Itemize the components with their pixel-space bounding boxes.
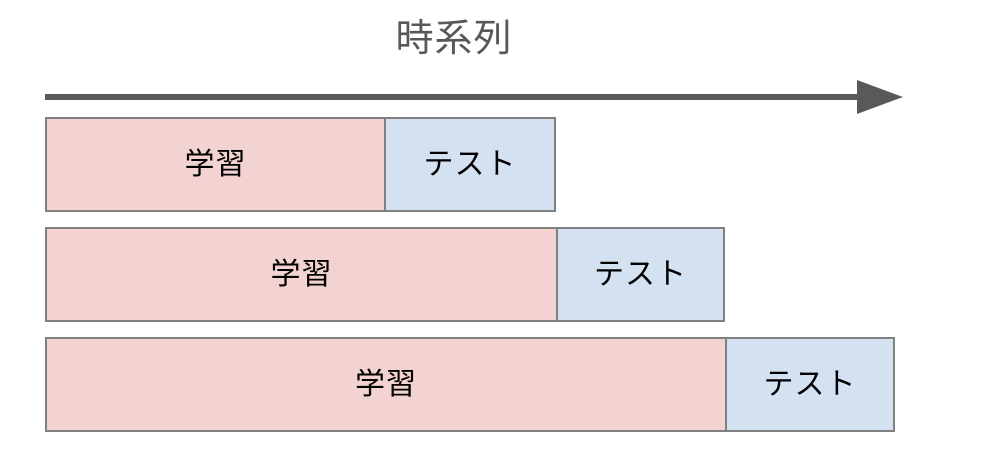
test-segment[interactable]: テスト <box>384 117 556 212</box>
page-title: 時系列 <box>395 18 513 60</box>
train-segment[interactable]: 学習 <box>45 117 386 212</box>
fold-row-2: 学習 テスト <box>45 227 725 322</box>
train-segment[interactable]: 学習 <box>45 227 558 322</box>
test-segment[interactable]: テスト <box>556 227 725 322</box>
test-segment[interactable]: テスト <box>725 337 895 432</box>
arrow-head-icon <box>857 80 903 114</box>
time-axis-arrow <box>45 80 903 114</box>
train-segment[interactable]: 学習 <box>45 337 727 432</box>
fold-row-3: 学習 テスト <box>45 337 895 432</box>
fold-row-1: 学習 テスト <box>45 117 556 212</box>
